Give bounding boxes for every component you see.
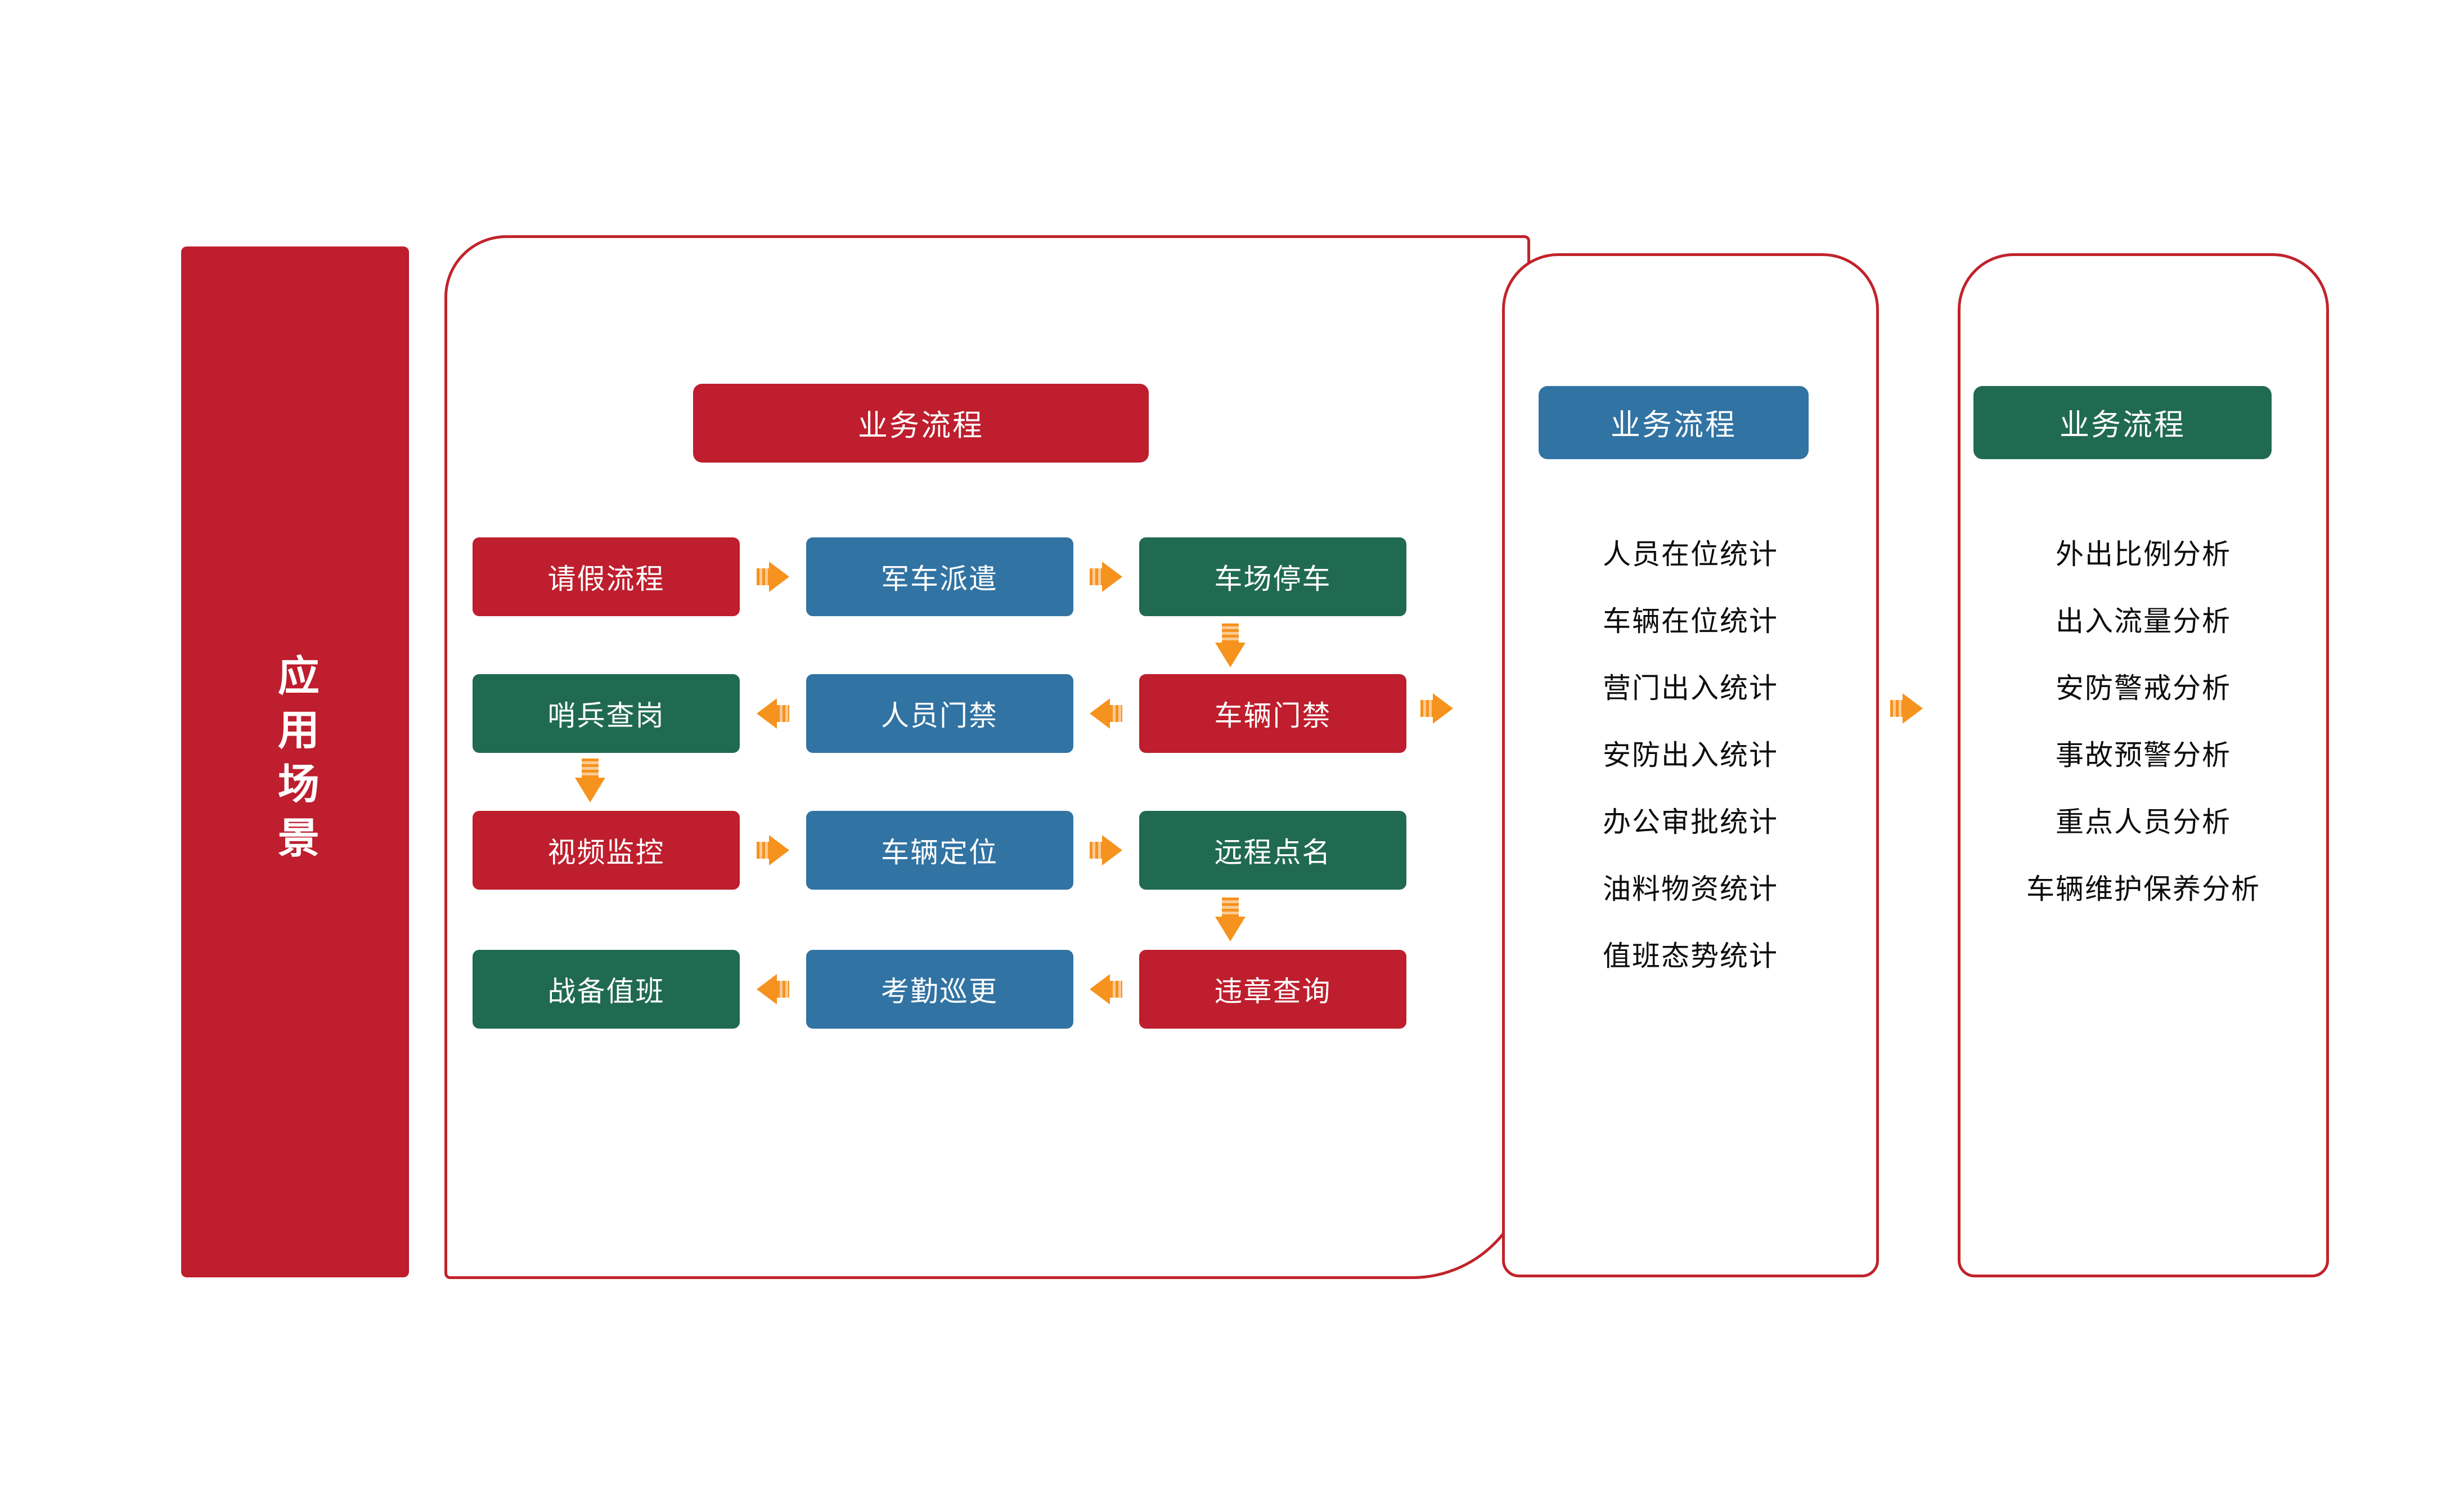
arrow-slot bbox=[740, 835, 806, 865]
list-item[interactable]: 出入流量分析 bbox=[2056, 605, 2231, 637]
arrow-slot bbox=[740, 562, 806, 592]
list-item[interactable]: 安防警戒分析 bbox=[2056, 672, 2231, 704]
application-scenario-label: 应用场景 bbox=[272, 654, 319, 870]
flow-row: 哨兵查岗 人员门禁 车辆门禁 bbox=[473, 674, 1406, 753]
arrow-down-icon bbox=[1215, 898, 1246, 941]
flow-row: 请假流程 军车派遣 车场停车 bbox=[473, 537, 1406, 616]
list-item[interactable]: 外出比例分析 bbox=[2056, 539, 2231, 570]
list-item[interactable]: 值班态势统计 bbox=[1603, 940, 1778, 972]
arrow-slot bbox=[1073, 974, 1140, 1004]
list-item[interactable]: 安防出入统计 bbox=[1603, 739, 1778, 771]
list-item[interactable]: 人员在位统计 bbox=[1603, 539, 1778, 570]
arrow-down-icon bbox=[575, 759, 605, 802]
arrow-slot bbox=[740, 974, 806, 1004]
application-scenario-banner: 应用场景 bbox=[181, 246, 409, 1277]
list-item[interactable]: 办公审批统计 bbox=[1603, 806, 1778, 838]
list-item[interactable]: 重点人员分析 bbox=[2056, 806, 2231, 838]
process-flow-grid: 请假流程 军车派遣 车场停车 哨兵查岗 人员门禁 车辆门禁 bbox=[473, 537, 1406, 1033]
list-item[interactable]: 事故预警分析 bbox=[2056, 739, 2231, 771]
flow-box-violation-query[interactable]: 违章查询 bbox=[1139, 950, 1406, 1029]
arrow-left-icon bbox=[756, 698, 789, 729]
arrow-slot bbox=[1073, 698, 1140, 729]
list-item[interactable]: 油料物资统计 bbox=[1603, 873, 1778, 905]
business-process-header: 业务流程 bbox=[693, 384, 1149, 463]
flow-box-military-vehicle-dispatch[interactable]: 军车派遣 bbox=[806, 537, 1073, 616]
arrow-slot bbox=[740, 698, 806, 729]
flow-box-vehicle-access-control[interactable]: 车辆门禁 bbox=[1139, 674, 1406, 753]
flow-box-video-surveillance[interactable]: 视频监控 bbox=[473, 811, 740, 890]
flow-box-remote-roll-call[interactable]: 远程点名 bbox=[1139, 811, 1406, 890]
arrow-right-icon bbox=[1420, 693, 1453, 724]
arrow-left-icon bbox=[1090, 974, 1123, 1004]
arrow-right-icon bbox=[1090, 835, 1123, 865]
analysis-header: 业务流程 bbox=[1973, 386, 2272, 459]
arrow-slot bbox=[1073, 835, 1140, 865]
analysis-item-list: 外出比例分析 出入流量分析 安防警戒分析 事故预警分析 重点人员分析 车辆维护保… bbox=[1958, 532, 2329, 934]
flow-box-sentry-inspection[interactable]: 哨兵查岗 bbox=[473, 674, 740, 753]
statistics-item-list: 人员在位统计 车辆在位统计 营门出入统计 安防出入统计 办公审批统计 油料物资统… bbox=[1502, 532, 1879, 1001]
arrow-slot bbox=[1073, 562, 1140, 592]
arrow-right-icon bbox=[1090, 562, 1123, 592]
flow-box-attendance-patrol[interactable]: 考勤巡更 bbox=[806, 950, 1073, 1029]
arrow-left-icon bbox=[1090, 698, 1123, 729]
flow-box-vehicle-positioning[interactable]: 车辆定位 bbox=[806, 811, 1073, 890]
flow-row: 视频监控 车辆定位 远程点名 bbox=[473, 811, 1406, 890]
flow-row: 战备值班 考勤巡更 违章查询 bbox=[473, 950, 1406, 1029]
flow-box-parking-lot[interactable]: 车场停车 bbox=[1139, 537, 1406, 616]
statistics-header: 业务流程 bbox=[1539, 386, 1809, 459]
arrow-right-icon bbox=[1890, 693, 1923, 724]
arrow-down-icon bbox=[1215, 623, 1246, 667]
list-item[interactable]: 车辆维护保养分析 bbox=[2026, 873, 2260, 905]
arrow-right-icon bbox=[756, 835, 789, 865]
flow-box-personnel-access-control[interactable]: 人员门禁 bbox=[806, 674, 1073, 753]
list-item[interactable]: 营门出入统计 bbox=[1603, 672, 1778, 704]
arrow-right-icon bbox=[756, 562, 789, 592]
arrow-left-icon bbox=[756, 974, 789, 1004]
flow-box-combat-readiness-duty[interactable]: 战备值班 bbox=[473, 950, 740, 1029]
list-item[interactable]: 车辆在位统计 bbox=[1603, 605, 1778, 637]
flow-box-leave-process[interactable]: 请假流程 bbox=[473, 537, 740, 616]
